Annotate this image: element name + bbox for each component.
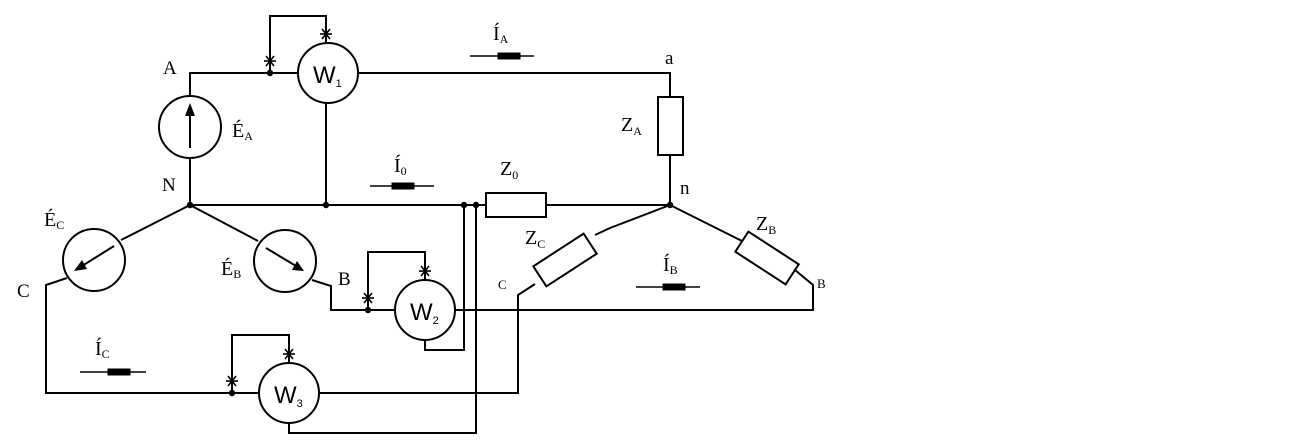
wattmeter-W3: W3 <box>258 362 320 424</box>
svg-text:W3: W3 <box>274 382 303 410</box>
polarity-marks <box>226 28 431 387</box>
star-mark-icon <box>419 265 431 277</box>
label-IB: ÍB <box>663 253 678 277</box>
label-EC: ÉC <box>44 208 64 232</box>
source-EB <box>253 229 317 293</box>
label-Z0: Z0 <box>500 158 518 182</box>
node-label-C: C <box>17 281 30 302</box>
impedance-Z0 <box>485 192 547 218</box>
junction-dot-c-w3 <box>228 389 236 397</box>
wattmeter-W2: W2 <box>394 279 456 341</box>
current-arrow-I0-icon <box>370 182 434 190</box>
wattmeter-W2-label: W <box>410 299 433 326</box>
current-arrows <box>80 52 700 376</box>
impedance-ZB <box>733 230 801 286</box>
star-mark-icon <box>362 292 374 304</box>
star-mark-icon <box>283 348 295 360</box>
junction-dot-a-w1 <box>266 69 274 77</box>
junction-dot-neutral-w2 <box>460 201 468 209</box>
node-label-load-b: B <box>817 276 826 291</box>
source-EC <box>62 228 126 292</box>
label-EA: ÉA <box>232 119 253 143</box>
label-ZB: ZB <box>756 213 776 237</box>
current-arrow-IC-icon <box>80 368 146 376</box>
star-mark-icon <box>264 55 276 67</box>
junction-dots <box>186 69 674 397</box>
star-mark-icon <box>226 375 238 387</box>
junction-dot-neutral-w3 <box>472 201 480 209</box>
node-label-N: N <box>162 175 176 196</box>
svg-text:W2: W2 <box>410 299 439 327</box>
node-label-A: A <box>163 58 177 79</box>
junction-dot-N <box>186 201 194 209</box>
label-EB: ÉB <box>221 257 241 281</box>
impedance-ZC <box>531 232 599 288</box>
impedance-ZA <box>657 96 684 156</box>
current-arrow-IA-icon <box>470 52 534 60</box>
current-arrow-IB-icon <box>636 283 700 291</box>
wattmeter-W1-label: W <box>313 62 336 89</box>
label-ZA: ZA <box>621 114 642 138</box>
wattmeter-W1: W1 <box>297 42 359 104</box>
wires <box>45 15 814 434</box>
node-label-n: n <box>680 178 690 199</box>
wattmeter-W3-label: W <box>274 382 297 409</box>
junction-dot-n <box>666 201 674 209</box>
label-IC: ÍC <box>95 337 110 361</box>
label-I0: Í0 <box>394 154 407 178</box>
arrow-up-icon <box>185 103 195 116</box>
node-label-a: a <box>665 48 674 69</box>
star-mark-icon <box>320 28 332 40</box>
svg-text:W1: W1 <box>313 62 342 90</box>
label-IA: ÍA <box>493 22 509 46</box>
node-label-load-c: C <box>498 277 507 292</box>
label-ZC: ZC <box>525 227 545 251</box>
junction-dot-neutral-w1 <box>322 201 330 209</box>
arrow-down-right-icon <box>292 261 304 271</box>
junction-dot-b-w2 <box>364 306 372 314</box>
node-label-B: B <box>338 269 351 290</box>
source-EA <box>158 95 222 159</box>
arrow-down-left-icon <box>74 260 87 271</box>
